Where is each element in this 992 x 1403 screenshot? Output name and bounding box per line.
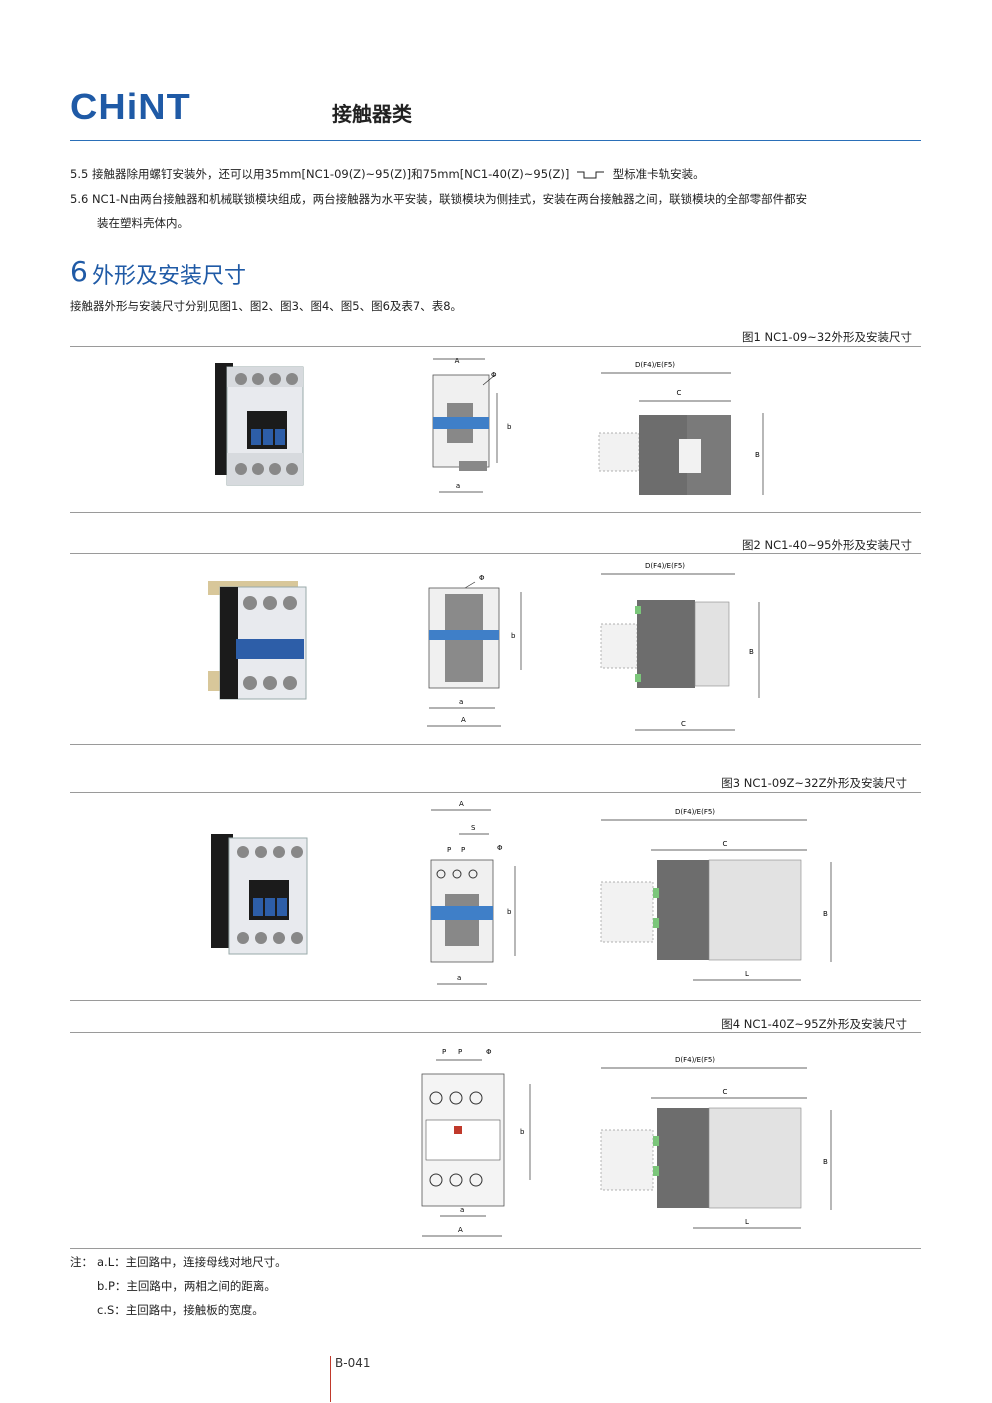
fig3-label-c: C — [723, 840, 728, 848]
fig3-label-L: L — [745, 970, 749, 978]
section-title: 外形及安装尺寸 — [92, 264, 247, 289]
fig1-label-phi: Φ — [491, 371, 497, 379]
figure-1-product-photo — [215, 363, 304, 486]
figure-2-top-rule — [70, 553, 921, 554]
brand-logo: CHiNT — [70, 86, 191, 127]
fig1-label-depth: D(F4)/E(F5) — [635, 361, 675, 369]
fig2-label-depth: D(F4)/E(F5) — [645, 562, 685, 570]
page-number: B-041 — [335, 1356, 371, 1370]
section-number: 6 — [70, 255, 88, 288]
paragraph-5-5: 5.5 接触器除用螺钉安装外，还可以用35mm[NC1-09(Z)~95(Z)]… — [70, 167, 705, 182]
figure-2-product-photo — [208, 581, 307, 700]
figure-2-caption: 图2 NC1-40~95外形及安装尺寸 — [742, 538, 912, 552]
fig4-label-c: C — [723, 1088, 728, 1096]
fig1-label-a: a — [456, 482, 460, 490]
fig3-label-P1: P — [447, 846, 451, 854]
notes-prefix: 注： — [70, 1255, 93, 1269]
fig4-label-P1: P — [442, 1048, 446, 1056]
fig3-label-phi: Φ — [497, 844, 503, 852]
page-number-marker — [330, 1356, 331, 1402]
figure-4-caption: 图4 NC1-40Z~95Z外形及安装尺寸 — [721, 1017, 907, 1031]
figure-3-top-rule — [70, 792, 921, 793]
figure-1-side-view-drawing: D(F4)/E(F5) C B — [598, 361, 764, 495]
fig1-label-c: C — [677, 389, 682, 397]
fig2-label-phi: Φ — [479, 574, 485, 582]
paragraph-5-5-suffix: 型标准卡轨安装。 — [612, 167, 705, 181]
fig4-label-P2: P — [458, 1048, 462, 1056]
fig4-label-b: b — [520, 1128, 525, 1136]
figure-4-side-view-drawing: D(F4)/E(F5) C B L — [600, 1056, 832, 1229]
fig1-label-B: B — [755, 451, 760, 459]
figure-2-front-view-drawing: Φ b a A — [427, 574, 522, 727]
note-a: a.L：主回路中，连接母线对地尺寸。 — [97, 1255, 287, 1269]
figure-2-side-view-drawing: D(F4)/E(F5) B C — [600, 562, 760, 731]
figure-1-caption: 图1 NC1-09~32外形及安装尺寸 — [742, 330, 912, 344]
fig3-label-b: b — [507, 908, 512, 916]
figure-3-front-view-drawing: A S P P Φ b a — [430, 800, 516, 985]
section-intro: 接触器外形与安装尺寸分别见图1、图2、图3、图4、图5、图6及表7、表8。 — [70, 299, 463, 313]
fig2-label-b: b — [511, 632, 516, 640]
figure-4-bottom-rule — [70, 1248, 921, 1249]
fig4-label-depth: D(F4)/E(F5) — [675, 1056, 715, 1064]
figure-3-bottom-rule — [70, 1000, 921, 1001]
paragraph-5-5-text: 5.5 接触器除用螺钉安装外，还可以用35mm[NC1-09(Z)~95(Z)]… — [70, 167, 570, 181]
figure-3-side-view-drawing: D(F4)/E(F5) C B L — [600, 808, 832, 981]
fig4-label-B: B — [823, 1158, 828, 1166]
note-b: b.P：主回路中，两相之间的距离。 — [97, 1279, 276, 1293]
figure-4-front-view-drawing: P P Φ b a A — [421, 1048, 531, 1237]
fig2-label-B: B — [749, 648, 754, 656]
fig4-label-a: a — [460, 1206, 464, 1214]
header-divider — [70, 140, 921, 141]
note-c: c.S：主回路中，接触板的宽度。 — [97, 1303, 264, 1317]
fig3-label-S: S — [471, 824, 476, 832]
fig2-label-c: C — [681, 720, 686, 728]
fig2-label-a: a — [459, 698, 463, 706]
fig1-label-b: b — [507, 423, 512, 431]
figure-4-top-rule — [70, 1032, 921, 1033]
figure-1-bottom-rule — [70, 512, 921, 513]
figure-1-front-view-drawing: A b Φ a — [432, 357, 512, 493]
fig3-label-P2: P — [461, 846, 465, 854]
fig3-label-depth: D(F4)/E(F5) — [675, 808, 715, 816]
fig4-label-L: L — [745, 1218, 749, 1226]
page-header-title: 接触器类 — [332, 102, 412, 126]
fig4-label-phi: Φ — [486, 1048, 492, 1056]
figure-3-product-photo — [211, 834, 308, 955]
fig1-label-A: A — [455, 357, 460, 365]
figure-2-bottom-rule — [70, 744, 921, 745]
figure-1-top-rule — [70, 346, 921, 347]
figure-3-caption: 图3 NC1-09Z~32Z外形及安装尺寸 — [721, 776, 907, 790]
paragraph-5-6-line2: 装在塑料壳体内。 — [97, 216, 189, 230]
din-rail-icon — [577, 171, 605, 178]
fig2-label-A: A — [461, 716, 466, 724]
fig3-label-B: B — [823, 910, 828, 918]
paragraph-5-6-line1: 5.6 NC1-N由两台接触器和机械联锁模块组成，两台接触器为水平安装，联锁模块… — [70, 192, 808, 206]
fig3-label-A: A — [459, 800, 464, 808]
fig3-label-a: a — [457, 974, 461, 982]
fig4-label-A: A — [458, 1226, 463, 1234]
